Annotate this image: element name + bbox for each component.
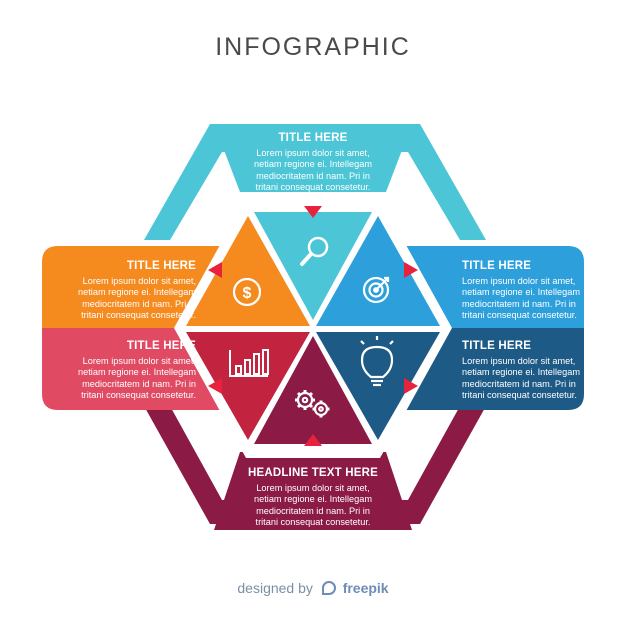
right-upper-text-block: TITLE HERE Lorem ipsum dolor sit amet, n… [462,260,612,321]
body-line: netiam regione ei. Intellegam [254,494,372,505]
arrow-bottom [304,434,322,446]
bottom-tab [214,452,412,530]
left-upper-text-block: TITLE HERE Lorem ipsum dolor sit amet, n… [46,260,196,321]
body-line: tritani consequat consetetur. [255,181,371,192]
segment-top-right [316,216,440,326]
right-lower-block-title: TITLE HERE [462,340,532,352]
body-line: tritani consequat consetetur. [81,309,196,320]
svg-text:$: $ [243,285,252,302]
body-line: netiam regione ei. Intellegam [78,287,196,298]
body-line: tritani consequat consetetur. [462,389,577,400]
credit-brand: freepik [342,580,389,596]
body-line: Lorem ipsum dolor sit amet, [256,483,370,493]
arrow-lower-right [404,378,418,394]
arrow-upper-left [208,262,222,278]
body-line: tritani consequat consetetur. [255,516,371,527]
segment-top-left [186,216,310,326]
bottom-text-block: HEADLINE TEXT HERE Lorem ipsum dolor sit… [222,467,404,528]
top-block-body: Lorem ipsum dolor sit amet, netiam regio… [230,148,396,193]
right-lower-text-block: TITLE HERE Lorem ipsum dolor sit amet, n… [462,340,612,401]
magnifier-icon [300,236,329,266]
body-line: Lorem ipsum dolor sit amet, [462,356,576,366]
segment-bottom [254,336,372,444]
arrow-upper-right [404,262,418,278]
left-lower-block-title: TITLE HERE [126,340,196,352]
freepik-credit: designed by freepik [0,580,626,596]
body-line: netiam regione ei. Intellegam [78,367,196,378]
body-line: mediocritatem id nam. Pri in [256,505,370,516]
lightbulb-icon [360,336,394,387]
body-line: Lorem ipsum dolor sit amet, [462,276,576,286]
right-lower-block-body: Lorem ipsum dolor sit amet, netiam regio… [462,356,612,401]
body-line: tritani consequat consetetur. [462,309,577,320]
credit-prefix: designed by [237,580,313,596]
bar-chart-icon [229,349,269,377]
top-tab [214,124,412,192]
segment-bottom-left [186,332,310,440]
left-lower-text-block: TITLE HERE Lorem ipsum dolor sit amet, n… [46,340,196,401]
left-upper-block-body: Lorem ipsum dolor sit amet, netiam regio… [46,276,196,321]
freepik-logo-icon [321,581,336,595]
page-title: INFOGRAPHIC [215,33,411,61]
target-icon [362,276,390,304]
body-line: mediocritatem id nam. Pri in [82,378,196,389]
right-upper-block-title: TITLE HERE [462,260,532,272]
top-text-block: TITLE HERE Lorem ipsum dolor sit amet, n… [230,132,396,193]
body-line: netiam regione ei. Intellegam [254,159,372,170]
body-line: mediocritatem id nam. Pri in [256,170,370,181]
body-line: mediocritatem id nam. Pri in [82,298,196,309]
body-line: mediocritatem id nam. Pri in [462,298,576,309]
left-lower-block-body: Lorem ipsum dolor sit amet, netiam regio… [46,356,196,401]
segment-top [254,212,372,320]
arrow-top [304,206,322,218]
body-line: netiam regione ei. Intellegam [462,367,580,378]
bottom-block-title: HEADLINE TEXT HERE [247,467,379,479]
bottom-block-body: Lorem ipsum dolor sit amet, netiam regio… [222,483,404,528]
gears-icon [295,390,330,418]
right-upper-block-body: Lorem ipsum dolor sit amet, netiam regio… [462,276,612,321]
body-line: Lorem ipsum dolor sit amet, [256,148,370,158]
body-line: netiam regione ei. Intellegam [462,287,580,298]
body-line: Lorem ipsum dolor sit amet, [82,276,196,286]
left-upper-block-title: TITLE HERE [126,260,196,272]
body-line: tritani consequat consetetur. [81,389,196,400]
body-line: Lorem ipsum dolor sit amet, [82,356,196,366]
dollar-coin-icon: $ [232,277,262,307]
top-block-title: TITLE HERE [278,132,348,144]
body-line: mediocritatem id nam. Pri in [462,378,576,389]
arrow-lower-left [208,378,222,394]
